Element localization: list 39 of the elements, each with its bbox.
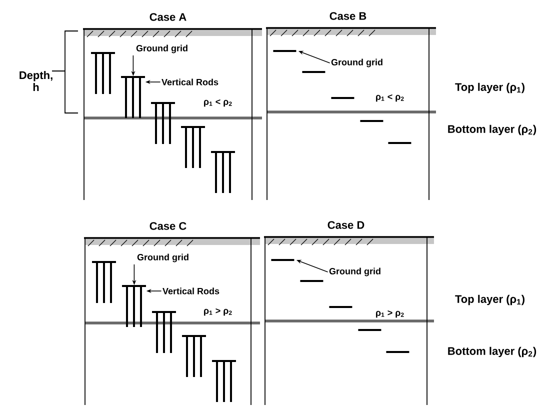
rod-grid-drawing — [212, 360, 236, 402]
rod-grid-drawing — [92, 261, 116, 303]
grid-bar — [302, 71, 326, 73]
grid-bar — [300, 280, 324, 282]
panel-title: Case D — [328, 221, 364, 229]
rod-grid-drawing — [91, 52, 115, 94]
callout-text: Ground grid — [329, 268, 380, 276]
depth-label: Depth, h — [20, 71, 52, 91]
layer-label: Bottom layer (ρ$_{2}$) — [448, 124, 536, 136]
grid-bar — [388, 142, 412, 144]
grid-bar — [271, 259, 294, 261]
panel-title: Case B — [330, 12, 366, 20]
grid-bar — [360, 120, 384, 122]
resistivity-label: ρ$_{1}$ < ρ$_{2}$ — [204, 99, 232, 107]
rod-grid-drawing — [122, 285, 146, 327]
resistivity-label: ρ$_{1}$ > ρ$_{2}$ — [376, 310, 404, 318]
rod-grid-drawing — [182, 335, 206, 377]
rod-grid-drawing — [151, 102, 175, 144]
panel-title: Case A — [150, 13, 186, 21]
layer-label: Bottom layer (ρ$_{2}$) — [448, 346, 536, 358]
rod-grid-drawing — [121, 76, 145, 118]
rod-grid-drawing — [152, 311, 176, 353]
callout-text: Vertical Rods — [162, 78, 218, 86]
callout-text: Ground grid — [137, 254, 188, 262]
callout-text: Ground grid — [136, 44, 188, 54]
callout-text: Ground grid — [331, 58, 382, 68]
grid-bar — [386, 351, 410, 353]
grid-bar — [273, 50, 296, 52]
resistivity-label: ρ$_{1}$ > ρ$_{2}$ — [204, 308, 232, 316]
grid-bar — [329, 306, 352, 308]
callout-text: Vertical Rods — [162, 288, 220, 294]
grid-bar — [358, 329, 382, 331]
rod-grid-drawing — [181, 126, 205, 168]
layer-label: Top layer (ρ$_{1}$) — [455, 82, 524, 94]
panel-title: Case C — [150, 222, 186, 230]
resistivity-label: ρ$_{1}$ < ρ$_{2}$ — [376, 94, 404, 102]
layer-label: Top layer (ρ$_{1}$) — [455, 294, 524, 306]
rod-grid-drawing — [211, 151, 235, 193]
grid-bar — [331, 97, 354, 99]
